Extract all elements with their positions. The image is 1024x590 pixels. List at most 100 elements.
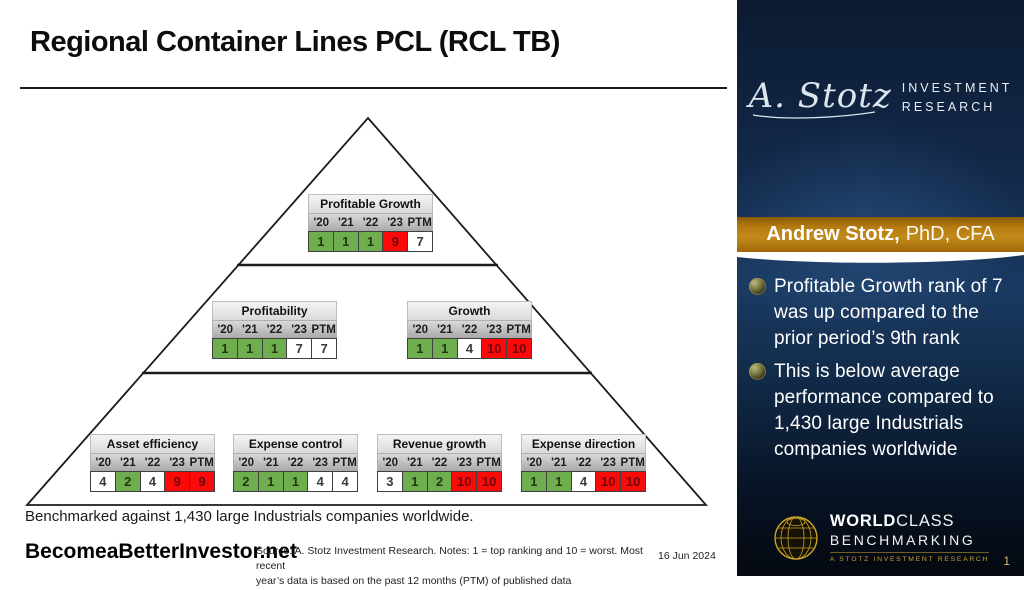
metric-table-values: 1 1 4 10 10: [407, 338, 532, 359]
rank-cell: 1: [401, 471, 428, 492]
year-label: '23: [387, 217, 403, 229]
rank-cell: 7: [407, 231, 433, 252]
bullet-item: This is below average performance compar…: [749, 359, 1015, 463]
rank-cell: 1: [261, 338, 288, 359]
metric-table-title: Expense control: [233, 434, 358, 453]
date-label: 16 Jun 2024: [658, 550, 716, 562]
metric-table-years: '20 '21 '22 '23 PTM: [90, 453, 215, 471]
rank-cell: 1: [282, 471, 309, 492]
rank-cell: 10: [481, 338, 508, 359]
year-label: '21: [407, 457, 423, 469]
source-line: year’s data is based on the past 12 mont…: [256, 575, 572, 588]
source-note: Source: A. Stotz Investment Research. No…: [256, 544, 656, 590]
rank-cell: 10: [451, 471, 478, 492]
rank-cell: 10: [620, 471, 646, 492]
year-label: '20: [313, 217, 330, 229]
rank-cell: 7: [311, 338, 337, 359]
year-label: '22: [575, 457, 592, 469]
year-label: PTM: [476, 457, 501, 469]
year-label: '20: [382, 457, 399, 469]
author-credentials: PhD, CFA: [905, 223, 995, 245]
metric-table-title: Profitable Growth: [308, 194, 433, 213]
rank-cell: 2: [233, 471, 259, 492]
metric-table-asset-efficiency: Asset efficiency '20 '21 '22 '23 PTM 4 2…: [90, 434, 215, 492]
rank-cell: 10: [476, 471, 502, 492]
metric-table-values: 1 1 4 10 10: [521, 471, 646, 492]
metric-table-years: '20 '21 '22 '23 PTM: [308, 213, 433, 231]
metric-table-growth: Growth '20 '21 '22 '23 PTM 1 1 4 10 10: [407, 301, 532, 359]
rank-cell: 1: [257, 471, 284, 492]
rank-cell: 1: [431, 338, 458, 359]
metric-table-profitable-growth: Profitable Growth '20 '21 '22 '23 PTM 1 …: [308, 194, 433, 252]
year-label: '23: [291, 324, 307, 336]
author-banner: Andrew Stotz, PhD, CFA: [737, 217, 1024, 252]
astotz-logo: A. Stotz INVESTMENT RESEARCH: [737, 76, 1024, 120]
year-label: '21: [338, 217, 354, 229]
year-label: '22: [362, 217, 379, 229]
rank-cell: 4: [332, 471, 358, 492]
metric-table-years: '20 '21 '22 '23 PTM: [212, 320, 337, 338]
bullet-text: This is below average performance compar…: [774, 361, 994, 461]
metric-table-values: 1 1 1 7 7: [212, 338, 337, 359]
metric-table-years: '20 '21 '22 '23 PTM: [233, 453, 358, 471]
rank-cell: 2: [114, 471, 141, 492]
author-name: Andrew Stotz,: [766, 223, 900, 245]
year-label: '21: [437, 324, 453, 336]
year-label: '22: [287, 457, 304, 469]
rank-cell: 1: [357, 231, 384, 252]
year-label: '23: [486, 324, 502, 336]
rank-cell: 7: [286, 338, 313, 359]
rank-cell: 4: [570, 471, 597, 492]
metric-table-values: 1 1 1 9 7: [308, 231, 433, 252]
logo-caps: INVESTMENT RESEARCH: [901, 80, 1013, 114]
rank-cell: 1: [332, 231, 359, 252]
metric-table-revenue-growth: Revenue growth '20 '21 '22 '23 PTM 3 1 2…: [377, 434, 502, 492]
globe-icon: [774, 515, 818, 560]
year-label: PTM: [311, 324, 336, 336]
logo-flourish: [752, 111, 875, 119]
right-sidebar: A. Stotz INVESTMENT RESEARCH Andrew Stot…: [737, 0, 1024, 576]
year-label: PTM: [332, 457, 357, 469]
year-label: '23: [600, 457, 616, 469]
rank-cell: 1: [521, 471, 547, 492]
slide-main-area: Regional Container Lines PCL (RCL TB) Pr…: [20, 26, 727, 588]
year-label: PTM: [506, 324, 531, 336]
banner-swoosh: [737, 252, 1024, 263]
worldclass-benchmarking-logo: WORLDCLASS BENCHMARKING A STOTZ INVESTME…: [737, 512, 1024, 563]
year-label: PTM: [620, 457, 645, 469]
year-label: '21: [263, 457, 279, 469]
year-label: '23: [312, 457, 328, 469]
metric-table-years: '20 '21 '22 '23 PTM: [521, 453, 646, 471]
year-label: PTM: [189, 457, 214, 469]
metric-table-expense-control: Expense control '20 '21 '22 '23 PTM 2 1 …: [233, 434, 358, 492]
source-line: Source: A. Stotz Investment Research. No…: [256, 545, 643, 573]
year-label: '20: [95, 457, 112, 469]
bullet-item: Profitable Growth rank of 7 was up compa…: [749, 274, 1015, 352]
globe-bullet-icon: [749, 278, 766, 295]
year-label: '22: [266, 324, 283, 336]
year-label: '22: [431, 457, 448, 469]
metric-table-expense-direction: Expense direction '20 '21 '22 '23 PTM 1 …: [521, 434, 646, 492]
metric-table-values: 4 2 4 9 9: [90, 471, 215, 492]
year-label: '20: [526, 457, 543, 469]
metric-table-title: Profitability: [212, 301, 337, 320]
rank-cell: 4: [90, 471, 116, 492]
metric-table-title: Growth: [407, 301, 532, 320]
rank-cell: 10: [595, 471, 622, 492]
metric-table-title: Asset efficiency: [90, 434, 215, 453]
bullet-text: Profitable Growth rank of 7 was up compa…: [774, 276, 1003, 350]
metric-table-profitability: Profitability '20 '21 '22 '23 PTM 1 1 1 …: [212, 301, 337, 359]
year-label: '20: [412, 324, 429, 336]
metric-table-years: '20 '21 '22 '23 PTM: [377, 453, 502, 471]
astotz-script-logo: A. Stotz: [749, 76, 892, 120]
year-label: '23: [456, 457, 472, 469]
year-label: '22: [461, 324, 478, 336]
rank-cell: 1: [212, 338, 238, 359]
website-link[interactable]: BecomeaBetterInvestor.net: [25, 540, 297, 563]
rank-cell: 4: [139, 471, 166, 492]
rank-cell: 2: [426, 471, 453, 492]
page-number: 1: [1003, 554, 1010, 568]
rank-cell: 4: [307, 471, 334, 492]
rank-cell: 1: [308, 231, 334, 252]
rank-cell: 4: [456, 338, 483, 359]
